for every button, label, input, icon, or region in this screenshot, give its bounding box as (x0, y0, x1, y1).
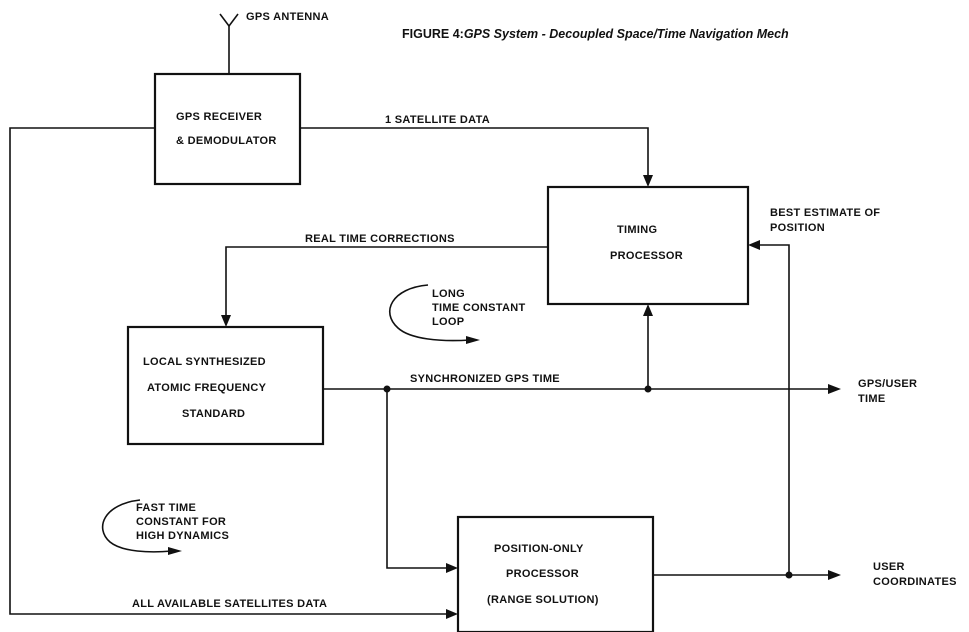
figure-title-italic: GPS System - Decoupled Space/Time Naviga… (464, 27, 789, 41)
oscillator-label-line3: STANDARD (182, 408, 245, 420)
fast-loop-line1: FAST TIME (136, 502, 196, 514)
position-processor-block (456, 515, 655, 632)
receiver-label-line2: & DEMODULATOR (176, 135, 277, 147)
all-satellites-connector (9, 127, 458, 619)
long-loop-line2: TIME CONSTANT (432, 302, 526, 314)
position-label-line1: POSITION-ONLY (494, 543, 584, 555)
satellite-data-connector (300, 127, 653, 187)
antenna-icon (219, 13, 239, 74)
fast-loop-line3: HIGH DYNAMICS (136, 530, 229, 542)
sync-time-label: SYNCHRONIZED GPS TIME (410, 373, 560, 385)
user-coordinates-line2: COORDINATES (873, 576, 957, 588)
oscillator-label-line1: LOCAL SYNTHESIZED (143, 356, 266, 368)
oscillator-label-line2: ATOMIC FREQUENCY (147, 382, 267, 394)
fast-loop-line2: CONSTANT FOR (136, 516, 226, 528)
antenna-label: GPS ANTENNA (246, 11, 329, 23)
all-satellites-label: ALL AVAILABLE SATELLITES DATA (132, 598, 327, 610)
satellite-data-label: 1 SATELLITE DATA (385, 114, 490, 126)
receiver-block (153, 72, 302, 186)
gps-user-time-line2: TIME (858, 393, 885, 405)
user-coordinates-connector (653, 240, 841, 580)
corrections-connector (221, 246, 548, 327)
corrections-label: REAL TIME CORRECTIONS (305, 233, 455, 245)
position-label-line2: PROCESSOR (506, 568, 579, 580)
figure-title: FIGURE 4:GPS System - Decoupled Space/Ti… (402, 27, 789, 41)
user-coordinates-line1: USER (873, 561, 905, 573)
best-estimate-line2: POSITION (770, 222, 825, 234)
figure-title-prefix: FIGURE 4: (402, 27, 464, 41)
fast-loop-icon (101, 499, 182, 555)
gps-user-time-line1: GPS/USER (858, 378, 917, 390)
best-estimate-line1: BEST ESTIMATE OF (770, 207, 880, 219)
position-label-line3: (RANGE SOLUTION) (487, 594, 599, 606)
timing-processor-block (546, 185, 750, 306)
oscillator-block (126, 325, 325, 446)
long-loop-icon (388, 284, 480, 344)
sync-time-connector (323, 304, 841, 573)
receiver-label-line1: GPS RECEIVER (176, 111, 262, 123)
long-loop-line1: LONG (432, 288, 465, 300)
timing-label-line1: TIMING (617, 224, 657, 236)
timing-label-line2: PROCESSOR (610, 250, 683, 262)
long-loop-line3: LOOP (432, 316, 464, 328)
